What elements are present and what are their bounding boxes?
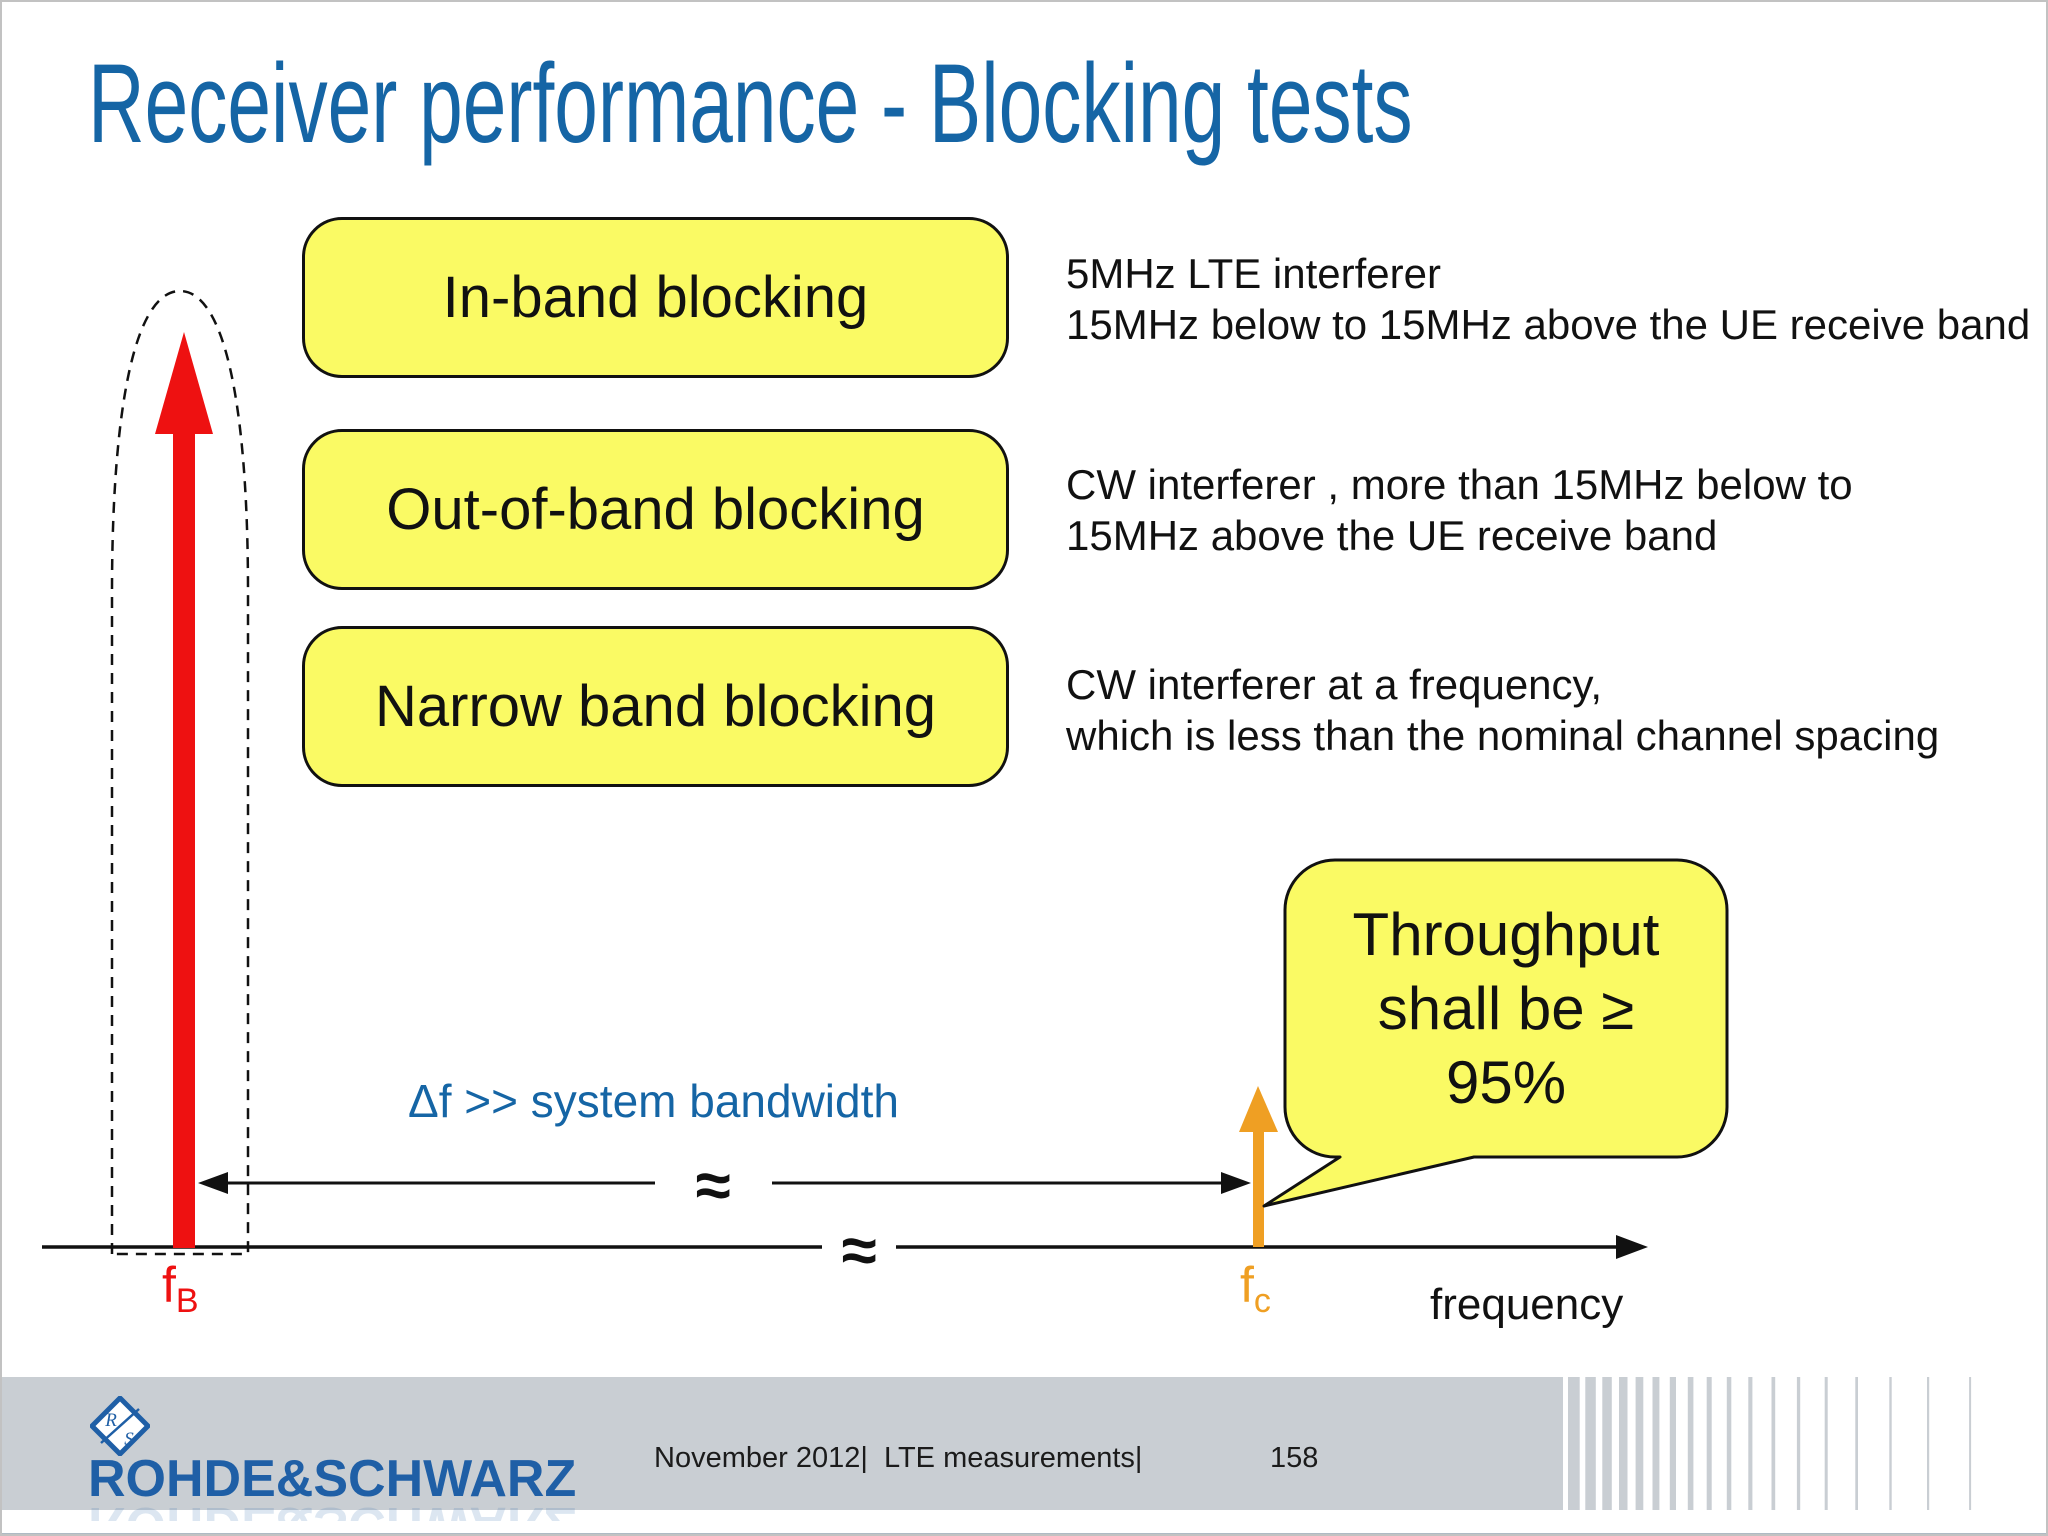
page-title: Receiver performance - Blocking tests (88, 41, 1413, 166)
slide-bottom-edge (2, 1533, 2046, 1534)
description-line: CW interferer at a frequency, (1066, 661, 1603, 708)
carrier-frequency-label: fc (1240, 1260, 1271, 1318)
narrowband-blocking-label: Narrow band blocking (375, 674, 936, 739)
logo-monogram-s: S (124, 1429, 134, 1450)
inband-blocking-box: In-band blocking (302, 217, 1009, 378)
carrier-frequency-base: f (1240, 1257, 1254, 1313)
description-line: 15MHz above the UE receive band (1066, 512, 1718, 559)
logo-monogram-r: R (104, 1410, 117, 1431)
footer-stripes-pattern (1550, 1377, 1972, 1510)
span-arrowhead-left-icon (198, 1172, 228, 1194)
narrowband-description: CW interferer at a frequency, which is l… (1066, 659, 1939, 761)
wordmark-reflection-text: ROHDE&SCHWARZ (88, 1499, 576, 1521)
footer-credits: November 2012| LTE measurements| (654, 1442, 1143, 1474)
axis-label: frequency (1430, 1280, 1624, 1329)
blocker-arrow (155, 332, 213, 1248)
carrier-arrow (1239, 1086, 1278, 1247)
dashed-envelope-outline (110, 289, 250, 1256)
blocker-frequency-label: fB (162, 1260, 199, 1318)
description-line: which is less than the nominal channel s… (1066, 712, 1940, 759)
axis-arrowhead-icon (1616, 1235, 1648, 1259)
delta-f-annotation: Δf >> system bandwidth (408, 1075, 899, 1127)
span-arrowhead-right-icon (1221, 1172, 1251, 1194)
outofband-description: CW interferer , more than 15MHz below to… (1066, 459, 1853, 561)
wordmark-reflection: ROHDE&SCHWARZ (88, 1499, 576, 1521)
throughput-bubble-text: Throughput shall be ≥ 95% (1285, 860, 1727, 1157)
footer-white-strip (2, 1510, 2046, 1534)
bubble-line: Throughput (1352, 900, 1660, 968)
carrier-frequency-sub: c (1253, 1282, 1271, 1321)
outofband-blocking-box: Out-of-band blocking (302, 429, 1009, 590)
bubble-line: shall be ≥ (1377, 974, 1635, 1042)
description-line: 5MHz LTE interferer (1066, 250, 1441, 297)
rohde-schwarz-diamond-logo-icon: R S (90, 1396, 150, 1456)
bubble-line: 95% (1445, 1048, 1567, 1116)
blocker-frequency-base: f (162, 1257, 176, 1313)
rohde-schwarz-wordmark: ROHDE&SCHWARZ (88, 1450, 577, 1508)
page-number: 158 (1270, 1442, 1319, 1474)
axis-break-symbol: ≈ (695, 1149, 731, 1221)
outofband-blocking-label: Out-of-band blocking (386, 477, 925, 542)
inband-blocking-label: In-band blocking (442, 265, 869, 330)
footer-band (2, 1377, 1550, 1510)
narrowband-blocking-box: Narrow band blocking (302, 626, 1009, 787)
axis-break-symbol: ≈ (841, 1214, 877, 1286)
blocker-frequency-sub: B (175, 1282, 199, 1321)
description-line: 15MHz below to 15MHz above the UE receiv… (1066, 301, 2031, 348)
inband-description: 5MHz LTE interferer 15MHz below to 15MHz… (1066, 248, 2030, 350)
description-line: CW interferer , more than 15MHz below to (1066, 461, 1853, 508)
